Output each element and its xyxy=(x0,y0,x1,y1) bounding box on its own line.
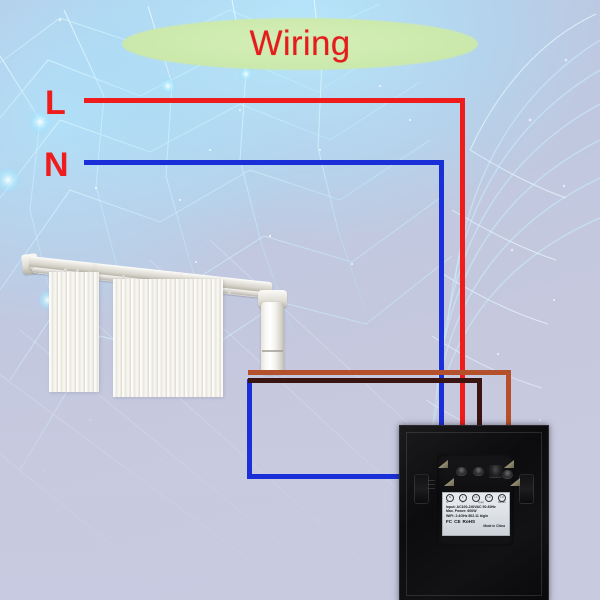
curtain-panel-right xyxy=(113,279,223,397)
panel-grille-line xyxy=(428,488,435,490)
wire-motor-neutral-horizontal xyxy=(247,474,444,479)
label-neutral-N: N xyxy=(44,146,69,184)
terminal-sublabel-row: N L 1(up) Return xyxy=(446,501,506,504)
panel-bezel xyxy=(406,432,542,596)
track-carrier xyxy=(91,262,98,273)
panel-grille-line xyxy=(428,484,435,486)
wire-motor-open-horizontal xyxy=(248,370,511,375)
title-ellipse-shape xyxy=(122,18,478,70)
terminal-sublabel: N xyxy=(446,501,448,504)
mounting-screw-tab-right xyxy=(504,460,514,468)
panel-grille-line xyxy=(428,480,435,482)
terminal-live-L[interactable] xyxy=(473,467,484,476)
terminal-symbol: L2 xyxy=(485,493,493,502)
mount-ear-left xyxy=(414,474,429,504)
curtain-panel-left xyxy=(49,272,99,392)
track-glide xyxy=(122,275,125,280)
terminal-symbol: N xyxy=(446,493,454,502)
ce-mark-icon: CE xyxy=(454,519,461,525)
page-title: Wiring xyxy=(249,24,351,63)
track-glide xyxy=(228,289,231,294)
terminal-symbol: L xyxy=(459,493,467,502)
wire-mains-neutral-horizontal xyxy=(84,160,444,165)
wire-mains-live-horizontal xyxy=(84,98,465,103)
mounting-screw-tab-left xyxy=(438,460,448,468)
spec-input-line: Input: AC100-240VAC 50-60Hz xyxy=(446,505,496,509)
terminal-symbol-row: N L L1 L2 L3 xyxy=(446,493,506,502)
track-carrier xyxy=(149,269,156,280)
motorized-curtain-assembly xyxy=(20,246,287,397)
label-live-L: L xyxy=(45,84,66,122)
track-glide xyxy=(76,269,79,274)
wire-motor-close-horizontal xyxy=(248,378,481,383)
terminal-symbol: L1 xyxy=(472,493,480,502)
terminal-sublabel: L xyxy=(462,501,464,504)
spec-wifi-line: WiFi: 2.4GHz 802.11 b/g/n xyxy=(446,513,489,518)
terminal-symbol: L3 xyxy=(498,493,506,502)
mounting-screw-tab-bottom-left xyxy=(444,478,454,486)
terminal-sublabel: 1(up) xyxy=(477,501,484,504)
terminal-neutral-N[interactable] xyxy=(456,467,467,476)
terminal-sublabel: Return xyxy=(498,501,506,504)
wire-motor-close-vertical xyxy=(477,378,482,470)
terminal-spare[interactable] xyxy=(489,465,502,478)
terminal-return[interactable] xyxy=(502,470,513,479)
device-spec-label: N L L1 L2 L3 N L 1(up) Return Input: AC1… xyxy=(442,492,510,536)
curtain-motor-seam xyxy=(262,350,283,352)
wire-mains-neutral-vertical xyxy=(439,160,444,478)
rohs-mark-icon: RoHS xyxy=(462,519,476,525)
smart-switch-panel[interactable]: N L L1 L2 L3 N L 1(up) Return Input: AC1… xyxy=(399,425,549,600)
mount-ear-right xyxy=(519,474,534,504)
fcc-mark-icon: FC xyxy=(446,519,453,525)
wire-motor-neutral-vertical xyxy=(247,379,252,479)
mounting-screw-tab-bottom-right xyxy=(510,478,520,486)
track-glide xyxy=(64,268,67,273)
spec-power-line: Max. Power: 600W xyxy=(446,509,477,514)
curtain-motor-body xyxy=(261,302,284,374)
wire-mains-live-vertical xyxy=(460,98,465,470)
origin-text: Made in China xyxy=(483,524,505,529)
certification-marks-row: FC CE RoHS xyxy=(446,519,507,524)
